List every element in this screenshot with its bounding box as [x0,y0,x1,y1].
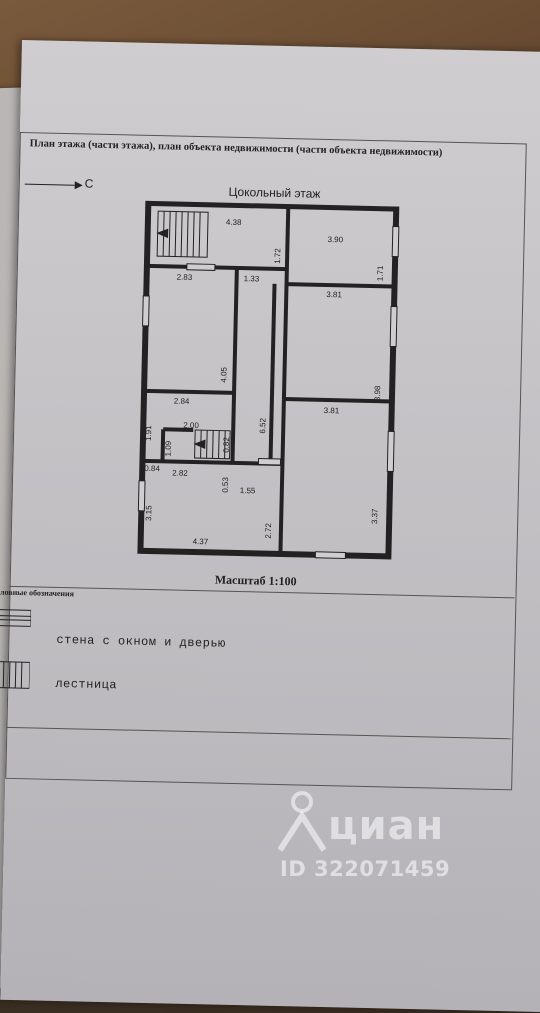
legend-item-stairs: лестница [55,676,118,693]
dim-label: 2.00 [183,421,199,430]
cian-pin-logo-icon [278,791,326,852]
interior-walls [142,206,395,555]
dim-label: 1.55 [240,486,256,495]
dim-label: 4.05 [219,366,228,382]
north-label: С [84,176,94,191]
watermark-brand: циан [328,803,445,849]
dim-label: 3.90 [327,235,343,244]
dim-label: 4.38 [226,218,242,227]
dim-label: 4.37 [193,537,209,546]
dim-label: 1.91 [144,425,153,441]
dim-label: 3.15 [144,505,153,521]
wall-window-door-icon [0,608,32,627]
dim-label: 2.72 [264,522,273,538]
stairs-icon [0,660,30,689]
dim-label: 3.37 [370,508,379,524]
stairs [156,210,231,460]
dim-label: 6.52 [258,417,267,433]
watermark: циан ID 322071459 [270,785,510,885]
dim-label: 1.33 [244,274,260,283]
dim-label: 1.09 [164,440,173,456]
dim-label: 0.84 [144,464,160,473]
dim-label: 0.53 [221,477,230,493]
openings [137,225,400,559]
document-page: План этажа (части этажа), план объекта н… [0,40,540,1013]
dim-label: 2.84 [174,397,190,406]
dim-label: 1.72 [273,248,282,264]
legend-box [6,585,515,740]
dim-label: 3.81 [324,406,340,415]
dim-label: 2.83 [177,273,193,282]
floor-name: Цокольный этаж [228,184,321,201]
dim-label: 1.71 [376,265,385,281]
outer-wall [137,200,400,560]
dim-label: 2.82 [172,469,188,478]
legend-title: Условные обозначения [0,587,75,599]
scale-label: Масштаб 1:100 [214,572,297,589]
floor-plan: 4.38 3.90 1.72 1.71 2.83 1.33 3.81 4.05 … [137,200,400,560]
dim-label: 3.81 [326,290,342,299]
watermark-id: ID 322071459 [280,857,451,881]
north-arrow-icon [24,181,83,190]
dim-label: 0.82 [222,437,231,453]
dim-label: 3.98 [373,385,382,401]
